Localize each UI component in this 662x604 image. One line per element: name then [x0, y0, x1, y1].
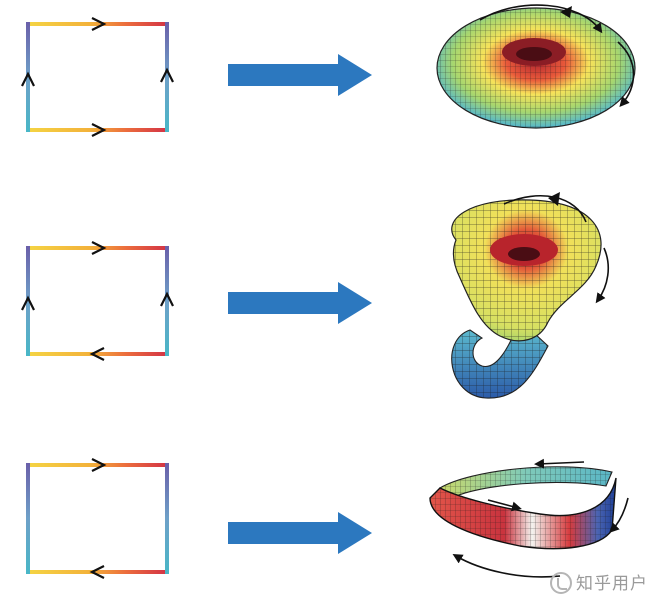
- square-right-edge: [165, 463, 169, 574]
- square-bottom-edge: [28, 570, 167, 574]
- square-bottom-edge: [28, 128, 167, 132]
- square-left-edge: [26, 246, 30, 356]
- klein-side-arrow-icon: [595, 247, 610, 304]
- top-edge-arrow-right-icon: [91, 458, 107, 472]
- square-bottom-edge: [28, 352, 167, 356]
- transform-arrow-icon: [228, 54, 372, 96]
- klein-bottle-surface: [451, 192, 610, 399]
- row-klein-bottle: [21, 192, 610, 399]
- left-edge-arrow-up-icon: [21, 295, 35, 311]
- bottom-edge-arrow-left-icon: [89, 347, 105, 361]
- klein-top-arrowhead-icon: [548, 192, 560, 206]
- square-left-edge: [26, 22, 30, 132]
- mobius-strip-surface: [429, 458, 629, 578]
- torus-surface: [436, 4, 636, 129]
- row-torus: [21, 4, 636, 137]
- row-mobius-strip: [26, 458, 629, 579]
- right-edge-arrow-up-icon: [160, 67, 174, 83]
- right-edge-arrow-up-icon: [160, 291, 174, 307]
- mobius-bottom-arrow-icon: [452, 553, 561, 578]
- left-edge-arrow-up-icon: [21, 71, 35, 87]
- transform-arrow-icon: [228, 512, 372, 554]
- torus-side-arrow-icon: [617, 41, 635, 108]
- bottom-edge-arrow-right-icon: [91, 123, 107, 137]
- identification-square-klein: [21, 241, 174, 361]
- identification-square-mobius: [26, 458, 169, 579]
- watermark: 知乎用户: [550, 569, 648, 594]
- torus-rotation-arrow-icon: [479, 4, 603, 34]
- mobius-top-arrow-icon: [534, 458, 585, 469]
- square-left-edge: [26, 463, 30, 574]
- square-right-edge: [165, 22, 169, 132]
- watermark-text: 知乎用户: [576, 574, 648, 594]
- top-edge-arrow-right-icon: [91, 241, 107, 255]
- torus-top-arrowhead-icon: [560, 6, 572, 18]
- transform-arrow-icon: [228, 282, 372, 324]
- square-top-edge: [28, 463, 167, 467]
- square-top-edge: [28, 246, 167, 250]
- identification-square-torus: [21, 17, 174, 137]
- mobius-inner-arrow-icon: [487, 499, 522, 512]
- top-edge-arrow-right-icon: [91, 17, 107, 31]
- zhihu-logo-icon: [550, 572, 572, 594]
- bottom-edge-arrow-left-icon: [89, 565, 105, 579]
- mobius-side-arrow-icon: [609, 497, 629, 533]
- square-right-edge: [165, 246, 169, 356]
- square-top-edge: [28, 22, 167, 26]
